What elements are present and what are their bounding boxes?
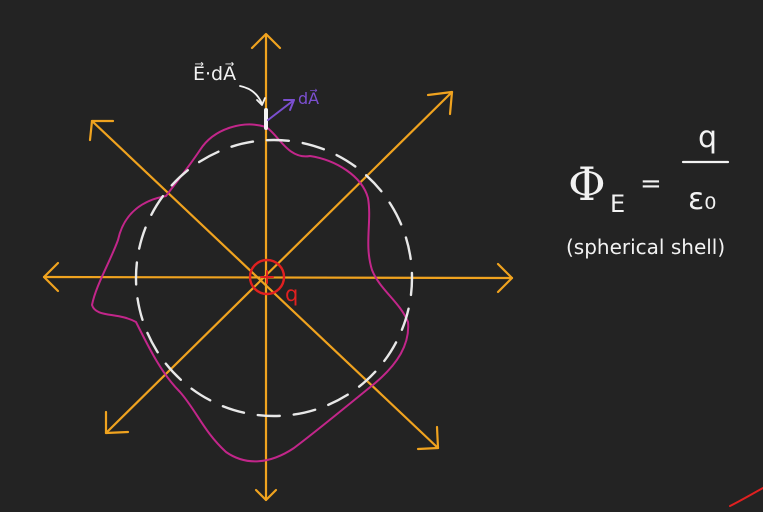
arrowhead-lower-left [104, 410, 130, 435]
arrowhead-up [250, 32, 282, 50]
equals-sign: = [640, 169, 662, 199]
stray-mark [729, 487, 763, 507]
pointer-arrow-head [256, 97, 266, 106]
da-label: dA⃗ [298, 88, 319, 108]
e-dot-da-label: E⃗·dA⃗ [193, 62, 236, 85]
arrowhead-left [42, 261, 60, 293]
area-vector-shaft [267, 99, 295, 121]
arrowhead-down [254, 488, 278, 502]
field-line-diagonal-b [104, 90, 454, 435]
area-vector-head [283, 99, 295, 111]
charge-circle [248, 258, 286, 296]
arrowhead-upper-right [426, 90, 454, 116]
charge-label: q [285, 282, 298, 306]
spherical-shell [134, 138, 414, 418]
field-line-horizontal [42, 275, 514, 280]
field-line-diagonal-a [90, 119, 440, 450]
numerator-q: q [698, 120, 717, 155]
electric-field-lines [42, 32, 514, 502]
pointer-arrow [239, 85, 263, 105]
gauss-law-equation: Φ E = q ε₀ (spherical shell) [566, 120, 730, 259]
arrowhead-upper-left [88, 119, 115, 142]
denominator-epsilon: ε₀ [688, 182, 716, 217]
equation-caption: (spherical shell) [566, 235, 725, 259]
point-charge [248, 258, 286, 296]
arrowhead-right [496, 262, 514, 294]
flux-symbol: Φ [568, 157, 606, 211]
arrowhead-lower-right [416, 425, 440, 451]
gaussian-surface [91, 123, 410, 463]
area-vector [267, 99, 295, 121]
plus-sign-icon [260, 270, 274, 284]
flux-subscript: E [610, 190, 625, 218]
